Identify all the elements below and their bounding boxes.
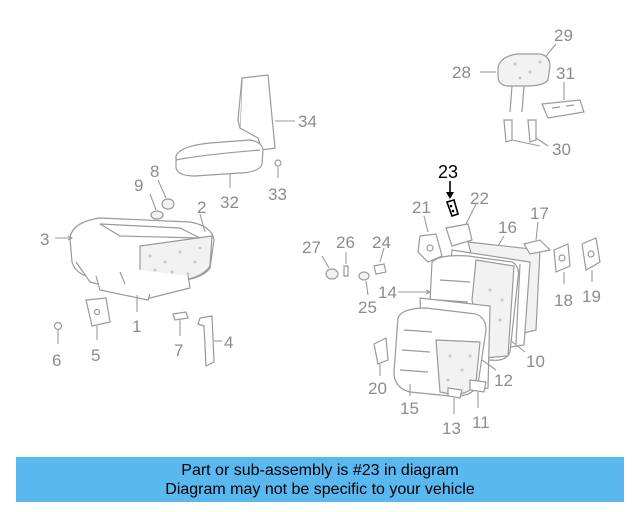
part-27-knob (321, 255, 339, 280)
label-13: 13 (442, 419, 461, 438)
label-30: 30 (552, 140, 571, 159)
part-29-headrest (497, 43, 557, 113)
label-23-highlighted: 23 (438, 162, 458, 182)
parts-diagram: 1 2 3 4 5 6 7 8 9 10 11 12 13 14 15 16 1… (40, 26, 601, 438)
part-9-washer (149, 193, 164, 220)
label-12: 12 (494, 371, 513, 390)
part-33-bolt (274, 159, 282, 178)
part-11-clip (469, 379, 487, 408)
label-25: 25 (358, 298, 377, 317)
label-3: 3 (40, 230, 49, 249)
label-26: 26 (336, 233, 355, 252)
label-2: 2 (197, 198, 206, 217)
part-4-strap (197, 315, 222, 367)
part-32-cushion-top (175, 139, 264, 188)
label-16: 16 (498, 218, 517, 237)
label-19: 19 (582, 287, 601, 306)
label-5: 5 (91, 346, 100, 365)
label-20: 20 (368, 379, 387, 398)
label-8: 8 (150, 162, 159, 181)
label-21: 21 (412, 198, 431, 217)
part-1-seat-frame (75, 261, 191, 312)
label-34: 34 (298, 112, 317, 131)
label-31: 31 (556, 64, 575, 83)
label-28: 28 (452, 63, 471, 82)
label-27: 27 (302, 238, 321, 257)
part-23-highlighted (445, 181, 459, 218)
label-9: 9 (134, 176, 143, 195)
part-6-clip (53, 321, 63, 344)
part-26-screw (343, 252, 349, 277)
label-22: 22 (470, 189, 489, 208)
part-22-bracket (445, 203, 477, 247)
part-7-pin (172, 311, 189, 336)
banner-line-part-number: Part or sub-assembly is #23 in diagram (181, 462, 459, 479)
part-13-clip (447, 387, 463, 414)
part-15-front-cushion (393, 307, 487, 397)
part-31-guide (541, 82, 585, 119)
part-18-bracket (553, 243, 571, 284)
part-25-nut (358, 271, 370, 296)
label-4: 4 (224, 333, 233, 352)
part-19-bracket (581, 237, 601, 282)
label-1: 1 (132, 317, 141, 336)
label-17: 17 (530, 204, 549, 223)
label-14: 14 (378, 283, 397, 302)
label-10: 10 (526, 352, 545, 371)
part-24-bolt (373, 247, 387, 275)
part-30-guides (503, 119, 549, 147)
part-5-bracket (85, 297, 111, 340)
label-7: 7 (174, 341, 183, 360)
label-33: 33 (268, 185, 287, 204)
label-32: 32 (220, 193, 239, 212)
part-20-latch (373, 337, 389, 376)
part-8-clip (157, 179, 175, 210)
label-24: 24 (372, 233, 391, 252)
label-11: 11 (472, 413, 490, 432)
part-34-back-panel (237, 74, 295, 151)
banner-line-disclaimer: Diagram may not be specific to your vehi… (165, 481, 475, 498)
label-6: 6 (52, 351, 61, 370)
info-banner: Part or sub-assembly is #23 in diagram D… (16, 457, 624, 502)
label-18: 18 (554, 291, 573, 310)
part-17-cover (523, 221, 552, 255)
label-15: 15 (400, 399, 419, 418)
part-21-hinge (417, 215, 443, 263)
label-29: 29 (554, 26, 573, 45)
